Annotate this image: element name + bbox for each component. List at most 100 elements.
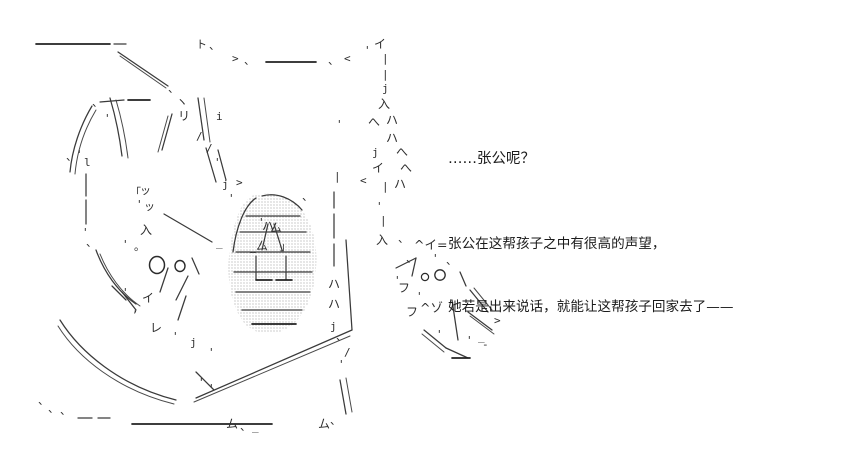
svg-text:ハ: ハ (386, 131, 398, 145)
svg-text:/: / (206, 142, 213, 155)
svg-text:>: > (236, 176, 243, 189)
svg-text:、: 、 (240, 420, 251, 433)
svg-text:|: | (382, 52, 389, 65)
svg-text:、: 、 (168, 82, 179, 95)
svg-text:入: 入 (376, 233, 388, 247)
hair-strand-right: / / (157, 113, 213, 155)
svg-text:i: i (216, 110, 223, 123)
svg-text:/: / (344, 346, 351, 359)
svg-text:ハ: ハ (328, 297, 340, 311)
svg-text:へ: へ (368, 115, 380, 129)
dialogue-question: ……张公呢？ (448, 151, 535, 167)
svg-text:イ: イ (142, 291, 154, 305)
svg-text:|: | (382, 180, 389, 193)
svg-text:、: 、 (398, 232, 409, 245)
svg-text:': ' (76, 148, 83, 161)
svg-text:ハ: ハ (386, 113, 398, 127)
svg-text:<: < (360, 174, 367, 187)
svg-text:へ: へ (400, 161, 412, 175)
svg-text:、: 、 (328, 54, 339, 67)
svg-text:、: 、 (92, 96, 103, 109)
svg-text:_: _ (252, 420, 259, 433)
svg-text:、: 、 (209, 39, 220, 52)
svg-text:': ' (208, 382, 215, 395)
jaw-left: ' イ , レ ' (95, 249, 189, 343)
svg-text:j: j (190, 336, 197, 349)
svg-text:、: 、 (66, 150, 77, 163)
sleeve-right-diagonal: ム 、 ' / (193, 239, 353, 431)
svg-text:': ' (122, 286, 129, 299)
dialogue-body: 张公在这帮孩子之中有很高的声望， 她若是出来说话，就能让这帮孩子回家去了—— (448, 192, 733, 360)
svg-text:ッ: ッ (140, 184, 151, 197)
svg-text:イ: イ (374, 37, 386, 51)
svg-text:<: < (344, 52, 351, 65)
body-left-sweep: 、 、 、 ム 、 _ ' ' (38, 319, 273, 433)
svg-text:。: 。 (134, 240, 145, 253)
svg-text:': ' (466, 334, 473, 347)
head-left-contour: 、 ' l ' 、 (66, 105, 97, 249)
svg-text:': ' (364, 44, 371, 57)
svg-text:ハ: ハ (262, 219, 274, 233)
svg-text:ム: ム (226, 417, 238, 431)
svg-text:イ: イ (372, 161, 384, 175)
svg-text:、: 、 (446, 254, 457, 267)
svg-text:ヽ: ヽ (176, 95, 188, 109)
svg-text:': ' (376, 200, 383, 213)
svg-text:、: 、 (336, 330, 347, 343)
svg-text:>: > (232, 52, 239, 65)
svg-text:,: , (132, 302, 139, 315)
svg-text:、: 、 (330, 414, 341, 427)
svg-text:、: 、 (406, 252, 417, 265)
dialogue-speaker-marks: ^イ= ^ゾ (414, 192, 447, 360)
svg-text:': ' (416, 290, 423, 303)
right-arm-column: | | j 入 へ ハ ハ j へ イ へ < | ハ ' | 入 、 (360, 52, 412, 247)
svg-text:': ' (136, 198, 143, 211)
svg-text:ム: ム (318, 417, 330, 431)
right-hand: 、 ' 、 フ フ ' > ' _ - ' ' (394, 252, 501, 359)
hair-strand-left: ' (104, 97, 129, 159)
hair-strand-mid: ヽ リ 、 i (168, 82, 227, 183)
svg-text:j: j (372, 146, 379, 159)
svg-text:入: 入 (140, 223, 152, 237)
svg-text:': ' (228, 192, 235, 205)
svg-text:/: / (196, 130, 203, 143)
svg-text:': ' (214, 156, 221, 169)
dialogue-body-line-2: 她若是出来说话，就能让这帮孩子回家去了—— (448, 299, 734, 315)
svg-text:レ: レ (150, 321, 162, 335)
svg-text:、: 、 (302, 190, 313, 203)
misc-marks: ' > j ' ' j (190, 118, 343, 359)
svg-text:ハ: ハ (394, 177, 406, 191)
svg-text:': ' (436, 328, 443, 341)
svg-text:': ' (336, 118, 343, 131)
hat-left-diagonal: 、 (92, 51, 169, 109)
svg-text:_: _ (216, 236, 223, 249)
svg-text:j: j (382, 82, 389, 95)
svg-text:、: 、 (60, 404, 71, 417)
svg-text:フ: フ (398, 281, 410, 295)
svg-text:フ: フ (406, 305, 418, 319)
svg-text:': ' (122, 238, 129, 251)
svg-text:-: - (482, 338, 489, 351)
svg-text:、: 、 (48, 402, 59, 415)
speaker-mark-1: ^イ= (414, 237, 448, 252)
svg-text:': ' (338, 358, 345, 371)
svg-text:、: 、 (86, 236, 97, 249)
svg-text:ハ: ハ (328, 277, 340, 291)
svg-text:': ' (432, 252, 439, 265)
svg-text:ト: ト (196, 38, 207, 51)
svg-text:': ' (172, 330, 179, 343)
hat-brim-top: ト 、 > 、 、 < イ ' (35, 37, 386, 67)
dialogue-body-line-1: 张公在这帮孩子之中有很高的声望， (448, 236, 666, 252)
vertical-column-right: ハ ハ j 、 | (328, 170, 347, 343)
svg-text:「: 「 (130, 186, 141, 199)
svg-text:ッ: ッ (144, 200, 155, 213)
body-shaded-panel: ハ ' 、 (228, 190, 317, 334)
svg-text:リ: リ (178, 109, 190, 123)
svg-text:、: 、 (38, 394, 49, 407)
svg-text:>: > (494, 314, 501, 327)
speaker-mark-2: ^ゾ (420, 300, 443, 315)
svg-text:': ' (82, 226, 89, 239)
svg-text:': ' (394, 274, 401, 287)
svg-text:': ' (208, 346, 215, 359)
